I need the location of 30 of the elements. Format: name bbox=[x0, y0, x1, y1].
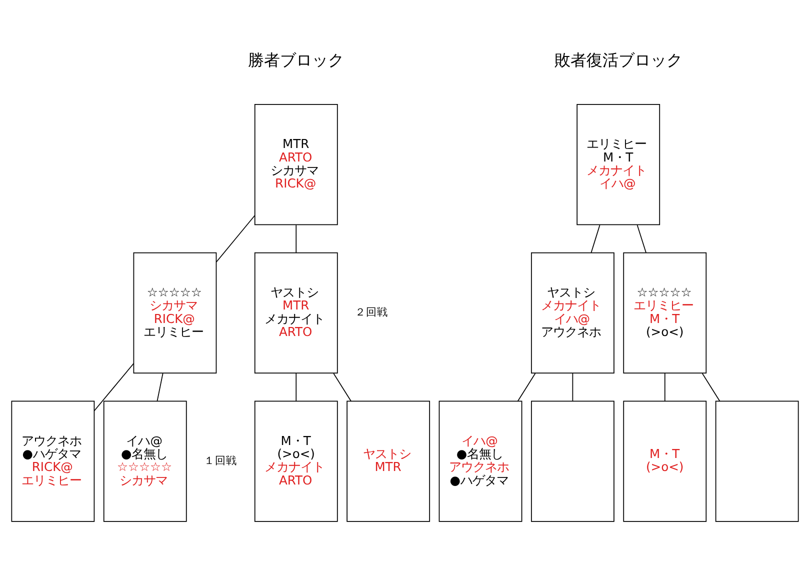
connector bbox=[517, 373, 536, 402]
node-box: イハ@ ●名無し アウクネホ ●ハゲタマ bbox=[438, 400, 522, 522]
node-box: ☆☆☆☆☆ エリミヒー M・T (>o<) bbox=[623, 252, 707, 374]
connector bbox=[156, 373, 164, 402]
node-box: ヤストシ MTR メカナイト ARTO bbox=[254, 252, 338, 374]
connector bbox=[702, 373, 720, 402]
node-box: M・T (>o<) bbox=[623, 400, 707, 522]
node-box: M・T (>o<) メカナイト ARTO bbox=[254, 400, 338, 522]
node-box: エリミヒー M・T メカナイト イハ@ bbox=[576, 104, 660, 226]
connector bbox=[636, 224, 646, 254]
connector bbox=[590, 224, 600, 254]
node-box: ヤストシ メカナイト イハ@ アウクネホ bbox=[530, 252, 614, 374]
node-box: イハ@ ●名無し ☆☆☆☆☆ シカサマ bbox=[103, 400, 187, 522]
connector bbox=[216, 215, 256, 262]
connector bbox=[664, 373, 666, 402]
connector bbox=[94, 363, 134, 412]
node-box: ☆☆☆☆☆ シカサマ RICK@ エリミヒー bbox=[133, 252, 217, 374]
node-box bbox=[530, 400, 614, 522]
connector bbox=[333, 373, 352, 402]
node-box: ヤストシ MTR bbox=[346, 400, 430, 522]
node-box: アウクネホ ●ハゲタマ RICK@ エリミヒー bbox=[11, 400, 95, 522]
node-box bbox=[715, 400, 799, 522]
label: １回戦 bbox=[204, 455, 238, 468]
label: 勝者ブロック bbox=[248, 50, 344, 70]
label: ２回戦 bbox=[355, 306, 388, 319]
connector bbox=[572, 373, 574, 402]
connector bbox=[296, 224, 297, 254]
connector bbox=[296, 373, 297, 402]
node-box: MTR ARTO シカサマ RICK@ bbox=[254, 104, 338, 226]
label: 敗者復活ブロック bbox=[554, 50, 682, 70]
